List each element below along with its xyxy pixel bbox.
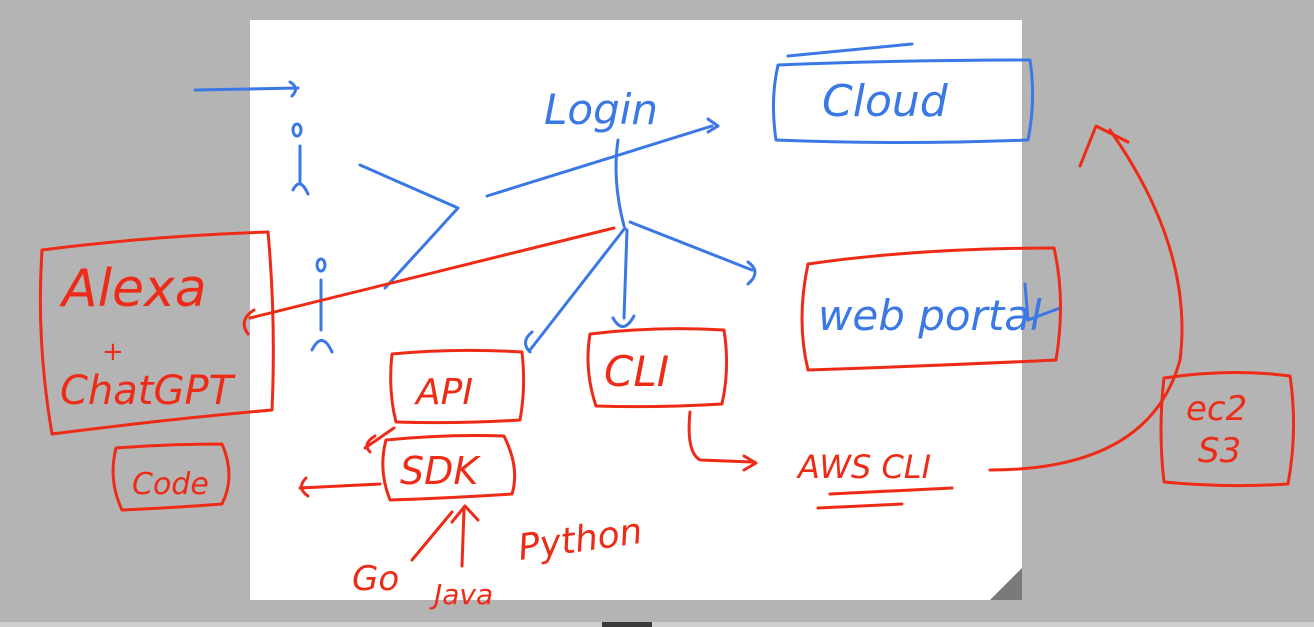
plus-label: +: [102, 337, 124, 367]
login-label: Login: [544, 85, 658, 134]
s3-label: S3: [1198, 431, 1241, 471]
sdk-left-arrowhead: [300, 476, 310, 498]
web-portal-flourish: [1023, 282, 1062, 322]
cli-label: CLI: [604, 347, 669, 396]
sdk-label: SDK: [400, 449, 481, 493]
cli-to-awscli-arrow: [687, 410, 754, 464]
awscli-to-cloud-arrow: [988, 128, 1184, 472]
alexa-link-line: [248, 226, 616, 320]
awscli-to-cloud-arrowhead: [1078, 124, 1130, 168]
code-label: Code: [132, 467, 209, 502]
alexa-box: [38, 230, 275, 436]
branch-to-portal: [628, 220, 754, 272]
cli-to-awscli-arrowhead: [742, 454, 758, 472]
java-to-sdk-arrow: [460, 508, 466, 568]
branch-to-cli: [622, 228, 629, 320]
api-box: [389, 348, 526, 425]
api-to-sdk-arrow: [363, 426, 396, 450]
ec2-label: ec2: [1186, 389, 1247, 429]
page-resize-handle[interactable]: [990, 568, 1022, 600]
sdk-box: [381, 434, 517, 502]
go-label: Go: [352, 559, 399, 599]
login-arrowhead: [706, 117, 720, 134]
code-box: [111, 442, 231, 512]
cloud-box-top-stroke: [786, 42, 914, 58]
users-merge-line: [358, 163, 460, 290]
sdk-left-arrow: [298, 482, 382, 490]
branch-to-portal-hook: [746, 260, 757, 286]
branch-to-api-hook: [524, 330, 534, 354]
java-label: Java: [429, 578, 493, 611]
user-2-head: [315, 257, 327, 273]
cloud-box: [771, 58, 1035, 144]
api-label: API: [414, 372, 473, 413]
chatgpt-label: ChatGPT: [60, 368, 237, 414]
alexa-label: Alexa: [59, 259, 207, 319]
web-portal-box: [800, 246, 1063, 372]
cloud-label: Cloud: [822, 76, 949, 127]
awscli-underline-2: [816, 502, 904, 510]
branch-to-api: [528, 226, 627, 352]
user-1-body: [291, 144, 310, 196]
cli-box: [586, 327, 729, 409]
java-to-sdk-arrowhead: [450, 504, 480, 524]
aws-cli-label: AWS CLI: [796, 448, 931, 486]
python-label: Python: [516, 511, 645, 569]
alexa-link-hook: [242, 308, 256, 336]
user-1-head: [291, 122, 303, 138]
login-trunk: [614, 138, 626, 228]
login-arrow: [485, 124, 714, 198]
go-to-sdk-arrow: [410, 510, 454, 562]
intro-arrowhead: [288, 80, 297, 98]
awscli-underline-1: [828, 486, 954, 496]
bottom-handle[interactable]: [602, 622, 652, 627]
branch-to-cli-hook: [611, 314, 636, 328]
ec2-s3-box: [1159, 370, 1296, 488]
api-to-sdk-arrowhead: [365, 434, 377, 454]
web-portal-label: web portal: [818, 291, 1042, 340]
intro-arrow: [193, 86, 300, 92]
user-2-body: [310, 278, 334, 354]
bottom-scroll-bar[interactable]: [0, 622, 1314, 627]
